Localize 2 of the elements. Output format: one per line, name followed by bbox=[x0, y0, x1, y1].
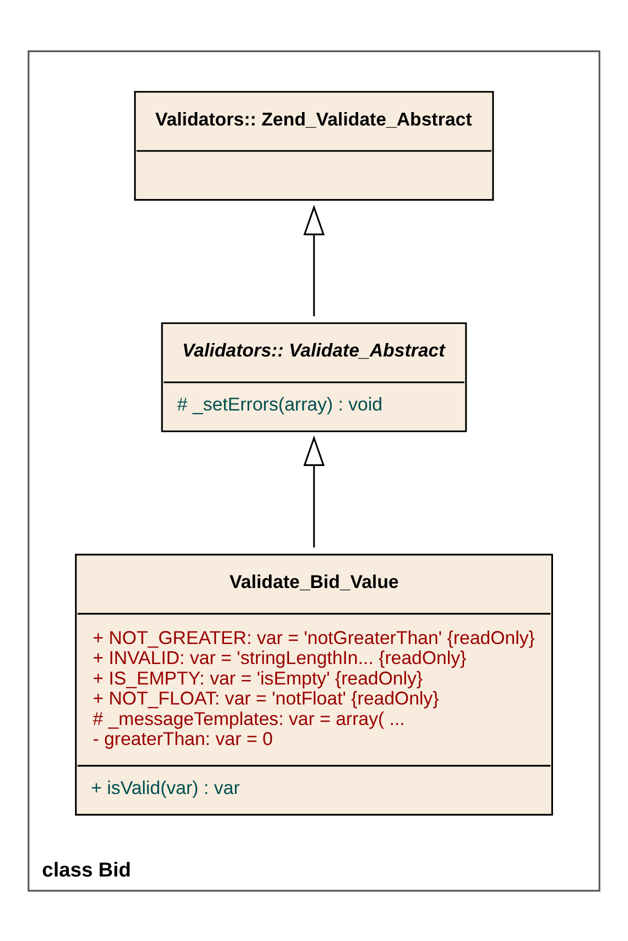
arrow bbox=[303, 204, 325, 316]
arrow bbox=[303, 435, 325, 547]
